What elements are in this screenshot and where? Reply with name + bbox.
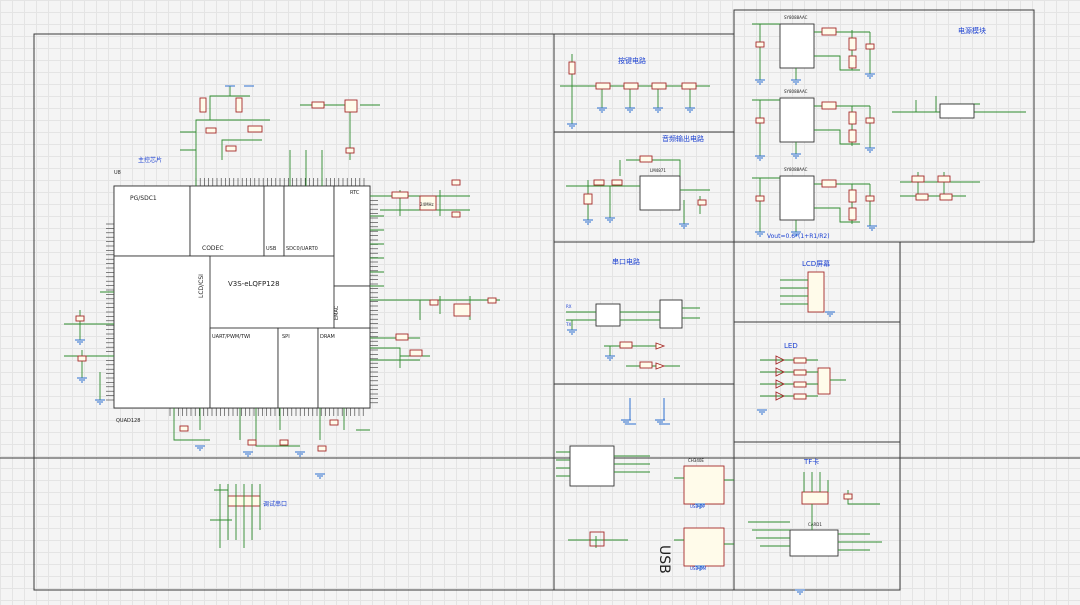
gnd-symbol [865,73,875,79]
gnd-symbol [625,107,635,113]
gnd-symbol [679,223,689,229]
gnd-symbol [653,107,663,113]
gnd-symbol [315,473,325,479]
lcd-section [780,271,825,313]
gnd-symbol [685,107,695,113]
usb-section: CH340E USB-DP USB-DM [556,398,734,571]
chip-ref: U8 [114,170,121,176]
chip-pins [106,178,378,416]
gnd-symbol [567,329,577,335]
tf-section: CARD1 [748,472,882,557]
title-debug: 调试串口 [263,500,287,508]
title-lcd: LCD屏幕 [802,259,830,268]
block-usb: USB [266,246,277,252]
gnd-symbol [77,377,87,383]
audio-section: LM4871 [566,155,710,224]
reg-u6-part: SY8088AAC [784,15,808,20]
block-emac: EMAC [334,305,340,320]
reg-u7[interactable]: SY8088AAC [752,89,875,156]
uart-section: RX TX [565,299,700,370]
gnd-symbol [621,419,631,425]
gnd-symbol [295,451,305,457]
gnd-symbol [755,231,765,237]
main-chip[interactable]: PG/SDC1 CODEC USB SDC0/UART0 RTC LCD/CSI… [113,170,371,424]
gnd-symbols [75,73,877,595]
power-section: SY8088AAC SY8088AAC SY8088AAC [752,15,1026,232]
tf-ref: CARD1 [808,522,822,527]
title-led: LED [784,342,798,350]
title-uart: 串口电路 [612,257,640,266]
led-section [760,355,846,401]
title-audio: 音频输出电路 [662,134,704,143]
gnd-symbol [583,219,593,225]
rtc-crystal: 24MHz [370,179,470,218]
sheet-frames [0,9,1080,591]
gnd-symbol [695,503,705,509]
gnd-symbol [195,445,205,451]
gnd-symbol [757,409,767,415]
gnd-symbol [755,155,765,161]
gnd-symbol [567,123,577,129]
gnd-symbol [795,589,805,595]
chip-package: QUAD128 [116,418,140,424]
gnd-symbol [597,107,607,113]
gnd-symbol [655,419,665,425]
block-pg-sdc1: PG/SDC1 [130,195,157,202]
audio-chip: LM4871 [650,168,666,173]
gnd-symbol [605,217,615,223]
reg-u12[interactable]: SY8088AAC [752,167,875,232]
block-rtc: RTC [350,190,360,196]
gnd-symbol [605,355,615,361]
block-uart-pwm: UART/PWM/TWI [212,334,250,340]
uart-net-rx: RX [566,304,572,309]
top-cluster [180,85,380,186]
uart-net-tx: TX [565,322,571,327]
gnd-symbol [755,79,765,85]
gnd-symbol [791,79,801,85]
reg-u7-part: SY8088AAC [784,89,808,94]
title-tf: TF卡 [803,457,819,466]
title-button: 按键电路 [618,56,646,65]
gnd-symbol [95,399,105,405]
gnd-symbol [825,311,835,317]
block-lcd-csi: LCD/CSI [198,274,205,298]
right-nets [370,215,500,368]
block-sdc0: SDC0/UART0 [286,246,318,252]
gnd-symbol [867,225,877,231]
debug-header [210,484,261,548]
block-codec: CODEC [202,245,224,252]
title-power: 电源模块 [958,26,986,35]
button-section [560,54,710,124]
power-formula: Vout=0.6*(1+R1/R2) [767,233,830,240]
block-dram: DRAM [320,334,335,340]
gnd-symbol [791,231,801,237]
crystal-label: 24MHz [420,202,434,207]
reg-u12-part: SY8088AAC [784,167,808,172]
gnd-symbol [865,147,875,153]
left-nets [64,291,114,400]
gnd-symbol [243,451,253,457]
usb-chip: CH340E [688,458,704,463]
left-note: 主控芯片 [138,156,162,164]
block-spi: SPI [282,334,290,340]
gnd-symbol [791,153,801,159]
bottom-nets [173,408,370,452]
gnd-symbol [695,565,705,571]
gnd-symbol [75,339,85,345]
usb-text: USB [656,545,672,574]
chip-name: V3S-eLQFP128 [228,280,280,288]
reg-u6[interactable]: SY8088AAC [752,15,875,80]
